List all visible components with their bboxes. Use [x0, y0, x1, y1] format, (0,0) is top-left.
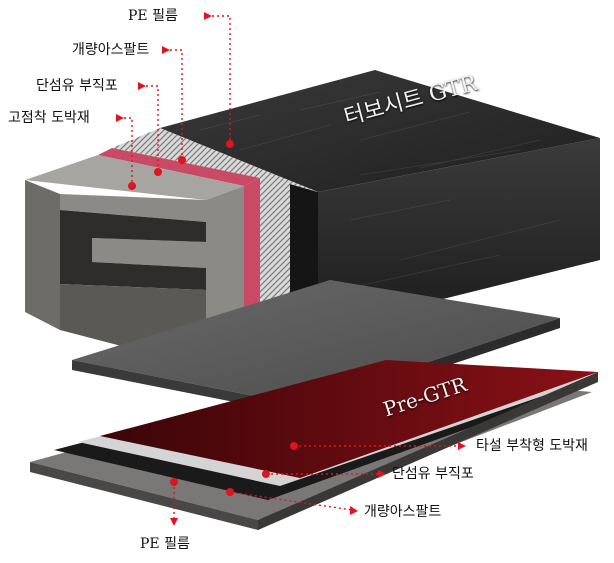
- membrane-side-face: [318, 138, 600, 330]
- membrane-texture: [199, 91, 561, 291]
- dot-bottom-asphalt: [226, 488, 234, 496]
- arrow-bottom-asphalt: [350, 506, 358, 515]
- arrow-top-pe: [204, 12, 212, 20]
- label-bottom-pe-film: PE 필름: [140, 536, 190, 552]
- label-top-fabric: 단섬유 부직포: [36, 78, 118, 94]
- dot-top-fabric: [154, 168, 162, 176]
- sheet-edge-side: [258, 372, 598, 530]
- dot-top-pe: [226, 140, 234, 148]
- arrow-top-adhesive: [116, 114, 124, 122]
- coating-layer: [100, 360, 598, 478]
- dot-bottom-pe: [170, 478, 178, 486]
- concrete-left-wall: [25, 180, 60, 330]
- slab-top: [72, 280, 560, 405]
- dot-top-adhesive: [128, 182, 136, 190]
- label-bottom-fabric: 단섬유 부직포: [392, 466, 474, 482]
- pointer-top-fabric: [146, 85, 159, 170]
- pointer-top-pe: [212, 15, 231, 142]
- arrow-bottom-fabric: [378, 470, 386, 478]
- membrane-top-face: [160, 70, 600, 192]
- adhesive-layer-top: [98, 148, 260, 186]
- label-bottom-coating: 타설 부착형 도박재: [476, 438, 588, 454]
- pointer-top-asphalt: [170, 49, 183, 158]
- arrow-bottom-pe: [170, 518, 178, 526]
- label-bottom-asphalt: 개량아스팔트: [364, 504, 442, 520]
- arrow-bottom-coating: [458, 442, 466, 450]
- arrow-top-fabric: [138, 82, 146, 90]
- pointer-lines: [124, 15, 460, 520]
- label-top-pe-film: PE 필름: [128, 8, 178, 24]
- dot-top-asphalt: [178, 156, 186, 164]
- sheet-edge-front: [30, 462, 258, 530]
- concrete-cavity: [60, 210, 206, 290]
- pointer-top-adhesive: [124, 117, 133, 184]
- label-top-adhesive: 고점착 도박재: [8, 110, 90, 126]
- dot-bottom-fabric: [262, 470, 270, 478]
- fabric-layer-top: [112, 128, 318, 192]
- label-top-asphalt: 개량아스팔트: [72, 42, 150, 58]
- arrow-top-asphalt: [162, 46, 170, 54]
- concrete-top: [25, 155, 244, 200]
- dot-bottom-coating: [290, 442, 298, 450]
- pointer-bottom-asphalt: [229, 491, 353, 511]
- pointer-markers: [116, 12, 466, 526]
